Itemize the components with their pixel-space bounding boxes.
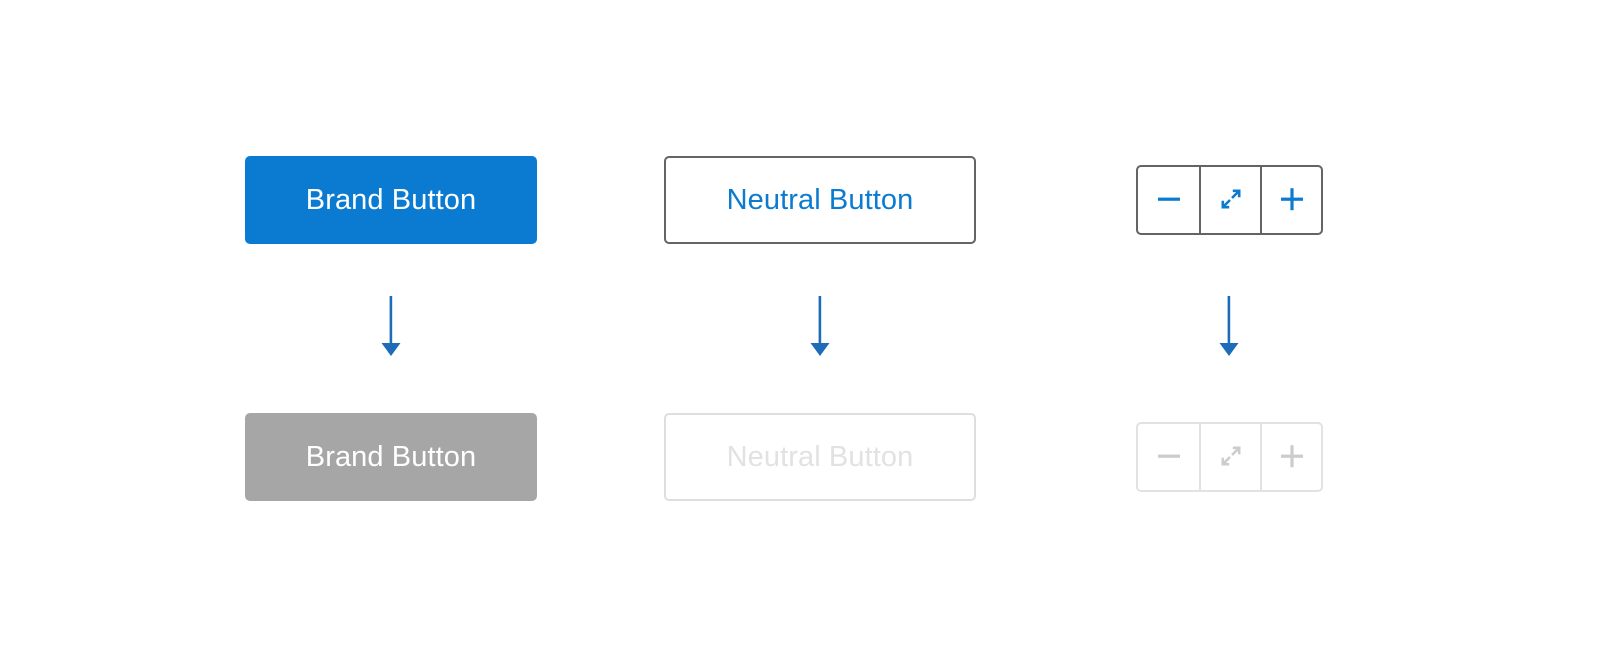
zoom-out-button-enabled[interactable] — [1138, 167, 1199, 233]
minus-icon — [1154, 441, 1184, 474]
arrow-down-icon — [803, 296, 837, 360]
collapse-button-disabled — [1199, 424, 1260, 490]
plus-icon — [1277, 441, 1307, 474]
segmented-control-disabled — [1136, 422, 1323, 492]
neutral-button-enabled[interactable]: Neutral Button — [664, 156, 976, 244]
arrow-down-icon — [374, 296, 408, 360]
zoom-in-button-disabled — [1260, 424, 1321, 490]
minus-icon — [1154, 184, 1184, 217]
zoom-out-button-disabled — [1138, 424, 1199, 490]
neutral-button-disabled-label: Neutral Button — [726, 440, 914, 473]
collapse-button-enabled[interactable] — [1199, 167, 1260, 233]
neutral-button-enabled-label: Neutral Button — [726, 183, 914, 216]
brand-button-enabled-label: Brand Button — [305, 183, 477, 216]
brand-button-disabled-label: Brand Button — [305, 440, 477, 473]
plus-icon — [1277, 184, 1307, 217]
collapse-arrows-icon — [1216, 184, 1246, 217]
brand-button-disabled: Brand Button — [245, 413, 537, 501]
zoom-in-button-enabled[interactable] — [1260, 167, 1321, 233]
collapse-arrows-icon — [1216, 441, 1246, 474]
arrow-down-icon — [1212, 296, 1246, 360]
segmented-control-enabled[interactable] — [1136, 165, 1323, 235]
brand-button-enabled[interactable]: Brand Button — [245, 156, 537, 244]
neutral-button-disabled: Neutral Button — [664, 413, 976, 501]
